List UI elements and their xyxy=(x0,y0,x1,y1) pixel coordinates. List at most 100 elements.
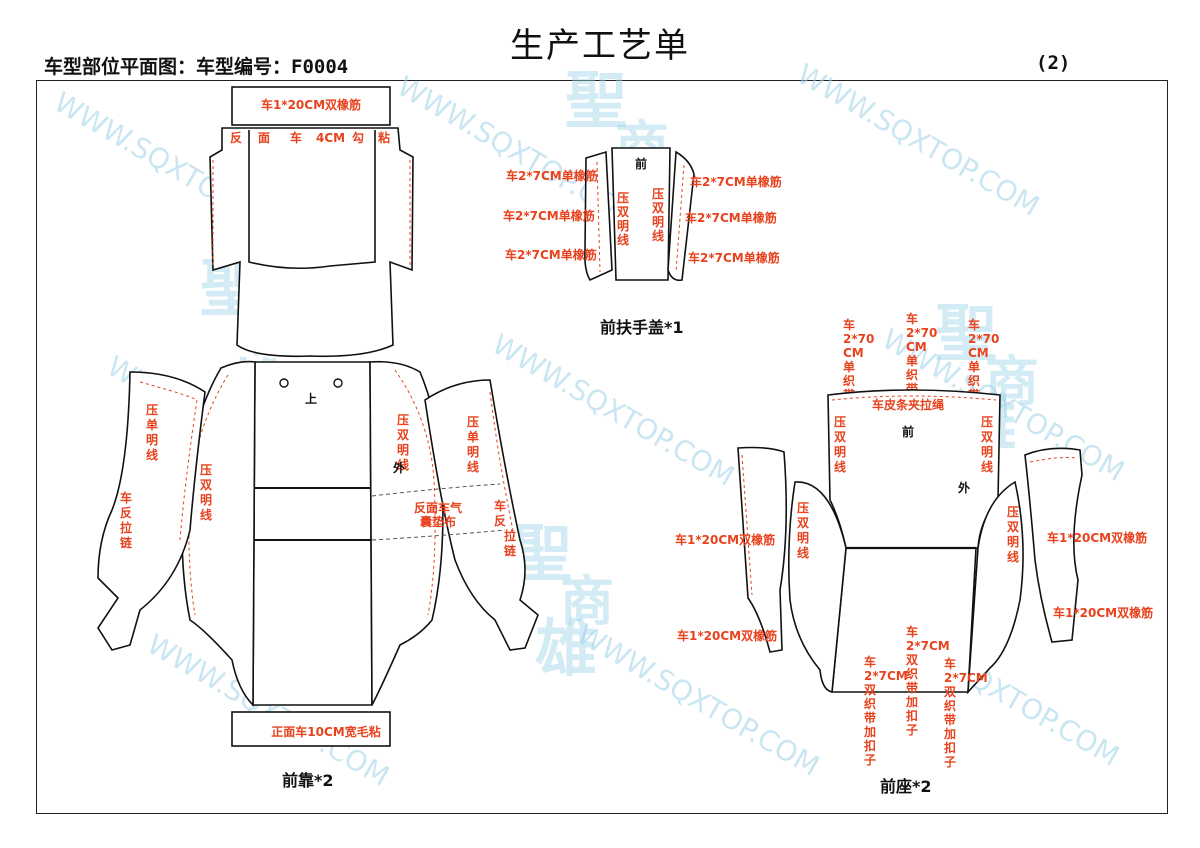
left-wing-seam-char: 线 xyxy=(146,447,158,462)
hook-label-char: 勾 xyxy=(352,130,364,145)
hook-label-char: 4CM xyxy=(316,131,345,145)
right-wing-panel xyxy=(424,379,539,651)
hook-label-char: 车 xyxy=(290,130,302,145)
outer-mark: 外 xyxy=(393,460,405,475)
left-wing-seam-char: 明 xyxy=(146,433,158,447)
seat-bottom-label-3: 加 xyxy=(943,726,956,741)
stitch-line xyxy=(741,454,753,596)
seat-bottom-label-1: 加 xyxy=(863,724,876,739)
seat-top-label-2: 织 xyxy=(906,367,918,382)
armrest-right-label: 车2*7CM单橡筋 xyxy=(685,210,777,225)
seat-top-label-2: 车 xyxy=(906,311,918,326)
seat-bottom-label-3: 双 xyxy=(944,685,956,699)
hook-label-char: 面 xyxy=(258,131,270,145)
left-side-seam-1: 压 xyxy=(200,463,212,477)
watermark-brand-char: 聖 xyxy=(935,297,997,370)
right-side-seam-char: 压 xyxy=(397,413,409,427)
seat-left-band-top: 车1*20CM双橡筋 xyxy=(675,532,775,547)
seat-zip-label: 车皮条夹拉绳 xyxy=(872,397,944,412)
seat-top-label-3: CM xyxy=(968,346,989,360)
armrest-front-mark: 前 xyxy=(635,156,647,171)
seat-bottom-label-1: 织 xyxy=(864,696,876,711)
center-panel xyxy=(252,361,373,706)
seat-bottom-label-3: 2*7CM xyxy=(944,671,988,685)
seat-right-side-seam-char: 压 xyxy=(1007,505,1019,519)
head-panel xyxy=(209,127,414,358)
seat-outer-mark: 外 xyxy=(958,480,970,495)
head-inner-seam xyxy=(248,130,376,270)
bottom-band-panel xyxy=(231,711,391,747)
airbag-guide-line xyxy=(371,483,501,497)
seat-right-seam-char: 明 xyxy=(981,445,993,459)
airbag-label-line2: 囊垫布 xyxy=(419,514,456,529)
right-wing-seam-char: 明 xyxy=(467,445,479,459)
stitch-line xyxy=(188,374,229,616)
hook-label-char: 粘 xyxy=(378,130,390,145)
seat-right-band-bottom: 车1*20CM双橡筋 xyxy=(1053,605,1153,620)
seat-top-label-1: 2*70 xyxy=(843,332,874,346)
page-title: 生产工艺单 xyxy=(510,26,690,66)
left-wing-zip-char: 反 xyxy=(120,505,132,520)
seat-bottom-label-2: 扣 xyxy=(906,708,918,723)
seat-right-side-panel xyxy=(967,480,1024,695)
airbag-label-line1: 反面车气 xyxy=(414,500,462,515)
right-wing-seam-char: 线 xyxy=(467,459,479,474)
armrest-center-panel xyxy=(611,147,671,281)
seat-bottom-label-3: 扣 xyxy=(944,740,956,755)
seat-left-side-seam-char: 线 xyxy=(797,545,809,560)
seat-bottom-label-1: 2*7CM xyxy=(864,669,908,683)
right-wing-zip-char: 车 xyxy=(494,498,506,513)
stitch-line xyxy=(139,381,198,541)
armrest-right-panel xyxy=(667,150,695,282)
seat-bottom-label-2: 带 xyxy=(906,680,918,695)
armrest-right-seam-char: 明 xyxy=(652,215,664,229)
seat-right-side-seam-char: 双 xyxy=(1007,520,1019,534)
seat-top-label-2: 单 xyxy=(906,353,918,368)
seat-bottom-label-1: 双 xyxy=(864,683,876,697)
right-side-seam-char: 双 xyxy=(397,428,409,442)
seat-left-outer-panel xyxy=(737,446,788,653)
seat-front-mark: 前 xyxy=(902,424,914,439)
seat-top-label-1: 织 xyxy=(843,373,855,388)
watermark-url: WWW.SQXTOP.COM xyxy=(487,327,740,492)
front-seat-piece: 车 2*70 CM 单 织 带 车 2*70 CM 单 织 带 车 2*70 C… xyxy=(675,311,1153,796)
seat-bottom-label-1: 扣 xyxy=(864,738,876,753)
seat-bottom-label-2: 车 xyxy=(906,624,918,639)
seat-left-seam-char: 明 xyxy=(834,445,846,459)
seat-bottom-label-3: 子 xyxy=(944,755,956,769)
right-wing-seam-char: 单 xyxy=(467,429,479,444)
left-wing-panel xyxy=(97,371,206,651)
armrest-left-seam-char: 双 xyxy=(617,205,629,219)
left-side-seam-2: 双 xyxy=(200,478,212,492)
seat-bottom-label-3: 织 xyxy=(944,698,956,713)
drawing-frame xyxy=(36,80,1168,814)
armrest-left-seam-char: 明 xyxy=(617,219,629,233)
stitch-line xyxy=(831,395,997,401)
watermark-brand-char: 商 xyxy=(560,569,614,633)
seat-bottom-label-1: 子 xyxy=(864,753,876,767)
seat-left-seam-char: 压 xyxy=(834,415,846,429)
left-wing-zip-char: 拉 xyxy=(120,520,132,535)
armrest-left-seam-char: 线 xyxy=(617,232,629,247)
seat-top-label-2: 2*70 xyxy=(906,326,937,340)
airbag-guide-line xyxy=(371,529,506,541)
stitch-line xyxy=(596,161,685,273)
seat-bottom-label-3: 车 xyxy=(944,656,956,671)
seat-top-label-3: 2*70 xyxy=(968,332,999,346)
seat-top-label-2: CM xyxy=(906,340,927,354)
seat-left-side-seam-char: 压 xyxy=(797,501,809,515)
watermark-url: WWW.SQXTOP.COM xyxy=(792,57,1045,222)
seat-left-band-bottom: 车1*20CM双橡筋 xyxy=(677,628,777,643)
left-wing-zip-char: 车 xyxy=(120,490,132,505)
hole-mark xyxy=(279,378,289,388)
left-wing-seam-char: 压 xyxy=(146,403,158,417)
left-side-seam-3: 明 xyxy=(200,493,212,507)
front-armrest-caption: 前扶手盖*1 xyxy=(600,318,684,337)
seat-bottom-label-2: 织 xyxy=(906,666,918,681)
right-wing-zip-char: 反 xyxy=(494,513,506,528)
right-side-seam-char: 线 xyxy=(397,457,409,472)
armrest-left-label: 车2*7CM单橡筋 xyxy=(505,247,597,262)
watermark-brand-char: 聖 xyxy=(565,64,627,137)
seat-right-outer-panel xyxy=(1024,447,1083,643)
